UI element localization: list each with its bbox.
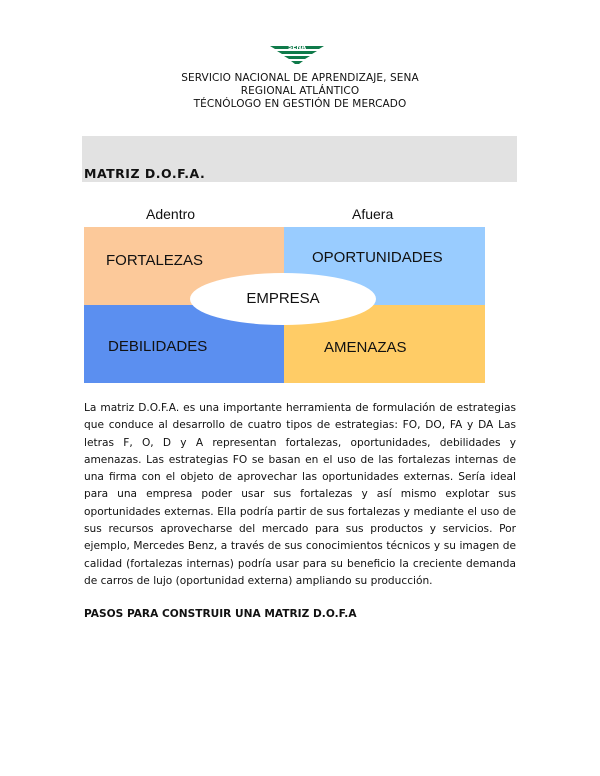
quadrant-opportunities-label: OPORTUNIDADES	[312, 249, 443, 266]
company-ellipse: EMPRESA	[190, 273, 376, 325]
institution-header: SERVICIO NACIONAL DE APRENDIZAJE, SENA R…	[0, 72, 600, 111]
sena-logo: SENA	[270, 44, 324, 64]
company-label: EMPRESA	[246, 290, 320, 307]
label-inside: Adentro	[146, 206, 196, 222]
dofa-matrix: FORTALEZAS OPORTUNIDADES DEBILIDADES AME…	[84, 227, 485, 383]
dofa-description: La matriz D.O.F.A. es una importante her…	[84, 402, 516, 587]
section-title: MATRIZ D.O.F.A.	[84, 166, 206, 181]
title-band	[82, 136, 517, 182]
logo-text: SENA	[288, 44, 306, 51]
steps-subtitle: PASOS PARA CONSTRUIR UNA MATRIZ D.O.F.A	[84, 608, 357, 620]
label-outside: Afuera	[352, 206, 394, 222]
header-line-1: SERVICIO NACIONAL DE APRENDIZAJE, SENA	[181, 72, 419, 84]
header-line-3: TÉCNÓLOGO EN GESTIÓN DE MERCADO	[193, 98, 407, 110]
quadrant-threats-label: AMENAZAS	[324, 339, 407, 356]
header-line-2: REGIONAL ATLÁNTICO	[240, 85, 360, 97]
quadrant-threats: AMENAZAS	[284, 305, 485, 383]
quadrant-strengths-label: FORTALEZAS	[106, 252, 203, 269]
quadrant-weaknesses-label: DEBILIDADES	[108, 338, 208, 355]
